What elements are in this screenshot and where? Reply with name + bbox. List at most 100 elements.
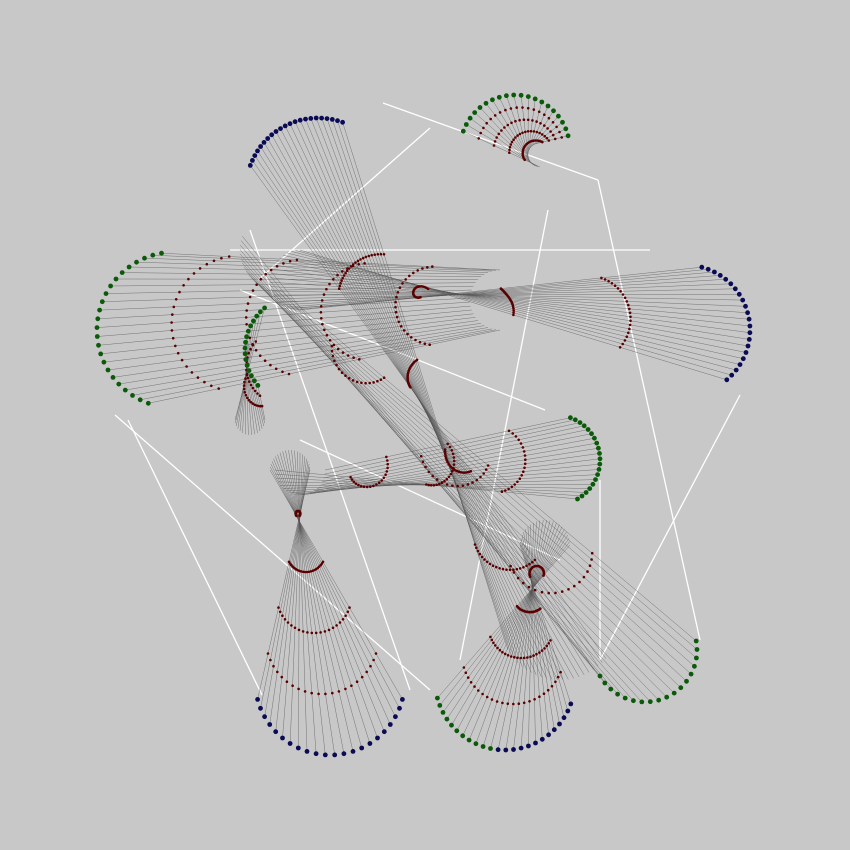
rim-node (319, 115, 324, 121)
rim-node (280, 735, 285, 741)
rim-node (583, 490, 589, 495)
interior-dot (521, 106, 524, 109)
interior-dot (337, 690, 341, 693)
interior-dot (522, 450, 526, 453)
fan-line (282, 456, 305, 739)
interior-dot (484, 468, 488, 471)
interior-dot (382, 476, 386, 480)
interior-dot (550, 684, 554, 688)
interior-dot (490, 638, 494, 642)
interior-dot (408, 274, 411, 278)
interior-dot (497, 132, 501, 136)
interior-dot (448, 445, 452, 449)
interior-dot (510, 485, 514, 489)
interior-dot (610, 282, 614, 285)
rim-node (150, 252, 156, 258)
interior-dot (554, 591, 557, 595)
interior-dot (443, 452, 447, 456)
rim-node (551, 108, 556, 114)
rim-node (556, 113, 561, 119)
rim-node (733, 367, 739, 373)
fan-line (530, 524, 536, 744)
interior-dot (341, 270, 344, 273)
interior-dot (346, 610, 350, 614)
interior-dot (489, 117, 493, 121)
interior-dot (590, 558, 593, 561)
rim-node (729, 372, 735, 378)
interior-dot (628, 307, 631, 311)
rim-node (496, 94, 502, 100)
rim-node (712, 269, 717, 275)
interior-dot (350, 478, 354, 481)
interior-dot (445, 458, 449, 462)
interior-dot (513, 656, 516, 659)
interior-dot (246, 376, 250, 380)
interior-dot (357, 483, 360, 487)
interior-dot (535, 130, 539, 134)
interior-dot (512, 307, 515, 311)
interior-dot (543, 124, 546, 127)
interior-dot (356, 259, 360, 263)
rim-node (589, 431, 594, 437)
rim-node (322, 752, 328, 758)
rim-arc (597, 638, 700, 705)
rim-node (393, 714, 398, 720)
rim-node (546, 732, 551, 738)
fan-line (97, 305, 471, 337)
rim-node (678, 685, 684, 691)
rim-node (110, 375, 116, 380)
interior-dot (344, 614, 347, 617)
interior-dot (625, 300, 629, 303)
interior-dot (406, 332, 409, 336)
interior-dot (543, 647, 546, 650)
rim-node (94, 325, 100, 330)
rim-node (533, 740, 538, 746)
interior-dot (424, 465, 427, 469)
rim-arc (247, 115, 345, 168)
interior-dot (291, 684, 294, 687)
interior-dot (560, 136, 563, 139)
rim-node (594, 440, 600, 446)
interior-dot (415, 358, 419, 362)
interior-dot (342, 274, 346, 277)
interior-dot (537, 110, 541, 114)
rim-node (287, 121, 293, 127)
interior-dot (258, 394, 262, 398)
interior-dot (547, 642, 550, 645)
rim-node (747, 323, 753, 329)
interior-dot (344, 687, 347, 691)
interior-dot (379, 378, 383, 382)
interior-arc-group (477, 106, 563, 162)
rim-node (647, 699, 653, 705)
interior-dot (243, 391, 247, 394)
interior-dot (341, 351, 345, 354)
rim-node (480, 744, 486, 749)
interior-dot (531, 560, 534, 564)
interior-dot (493, 140, 497, 143)
rim-node (94, 334, 100, 339)
fan-line (456, 529, 565, 731)
interior-dot (508, 151, 511, 154)
interior-dot (578, 580, 581, 584)
fan-line (294, 450, 317, 754)
rim-node (717, 273, 723, 278)
interior-dot (248, 295, 252, 299)
rim-node (381, 729, 387, 735)
interior-dot (554, 680, 557, 684)
rim-arc (568, 415, 603, 502)
interior-dot (516, 134, 519, 137)
rim-node (664, 694, 670, 700)
fan-line (251, 375, 264, 427)
interior-dot (379, 252, 383, 256)
interior-dot (540, 649, 544, 652)
interior-dot (187, 277, 190, 281)
interior-arc-group (337, 252, 537, 572)
interior-dot (500, 490, 504, 494)
interior-dot (549, 130, 552, 133)
interior-dot (423, 342, 427, 346)
outline-edge (599, 394, 741, 661)
rim-node (116, 381, 122, 387)
rim-node (287, 741, 293, 746)
interior-dot (559, 670, 562, 674)
interior-dot (519, 442, 523, 445)
